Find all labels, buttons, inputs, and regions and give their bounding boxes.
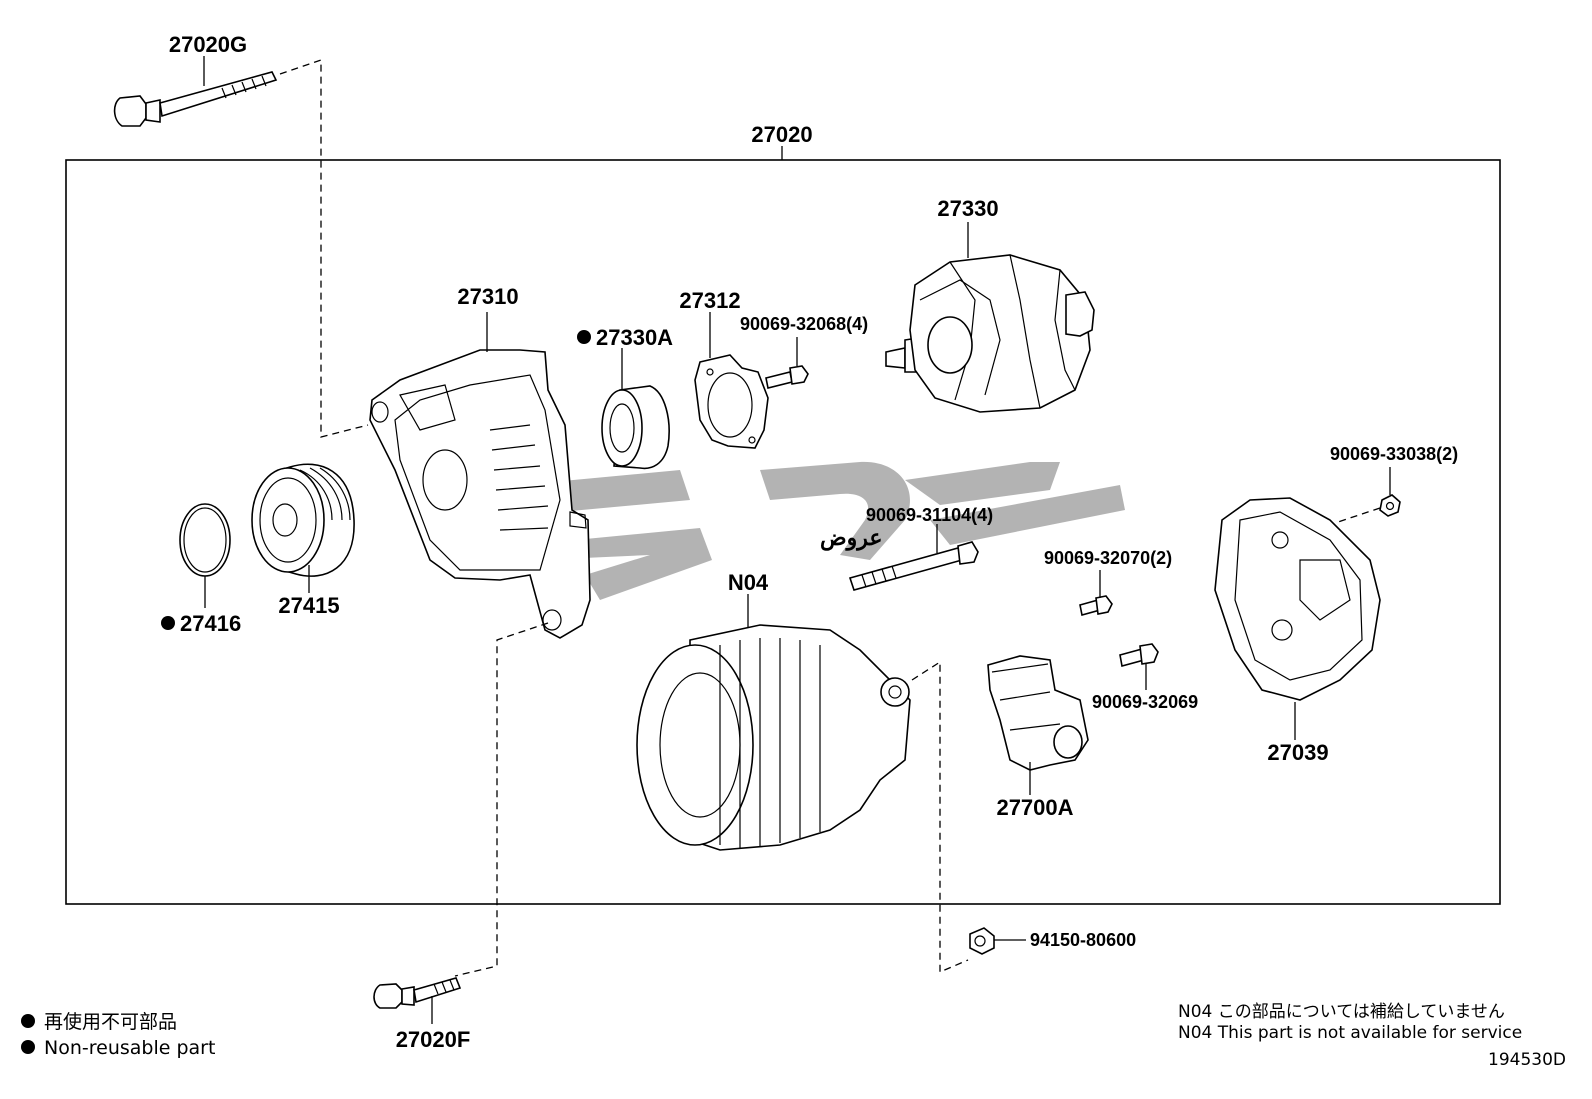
label-27312[interactable]: 27312 bbox=[679, 288, 740, 313]
label-assembly[interactable]: 27020 bbox=[751, 122, 812, 147]
drive-end-frame-icon[interactable] bbox=[369, 349, 591, 639]
label-90069-32068[interactable]: 90069-32068(4) bbox=[740, 314, 868, 334]
regulator-27700a-icon[interactable] bbox=[987, 655, 1089, 771]
watermark-text: ﻋﺮﻭﺽ bbox=[820, 525, 883, 551]
note-jp: N04 この部品については補給していません bbox=[1178, 1002, 1505, 1022]
label-27700a[interactable]: 27700A bbox=[996, 795, 1073, 820]
label-90069-31104[interactable]: 90069-31104(4) bbox=[866, 505, 993, 525]
stator-n04-icon[interactable] bbox=[636, 624, 911, 851]
legend-bullet-en bbox=[21, 1040, 35, 1054]
non-reusable-mark-27416 bbox=[161, 616, 175, 630]
watermark-logo: ﻋﺮﻭﺽ bbox=[520, 461, 1125, 600]
label-n04[interactable]: N04 bbox=[728, 570, 769, 595]
screw-90069-32069-icon[interactable] bbox=[1119, 643, 1159, 668]
bearing-27330a-icon[interactable] bbox=[601, 385, 670, 470]
label-27039[interactable]: 27039 bbox=[1267, 740, 1328, 765]
pulley-27415-icon[interactable] bbox=[251, 463, 355, 577]
note-en: N04 This part is not available for servi… bbox=[1178, 1023, 1522, 1043]
legend-en: Non-reusable part bbox=[44, 1037, 215, 1059]
bolt-27020f-icon[interactable] bbox=[373, 977, 462, 1009]
rear-cover-27039-icon[interactable] bbox=[1214, 497, 1381, 701]
label-94150-80600[interactable]: 94150-80600 bbox=[1030, 930, 1136, 950]
non-reusable-mark-27330a bbox=[577, 330, 591, 344]
legend-jp: 再使用不可部品 bbox=[44, 1011, 177, 1033]
label-27020f[interactable]: 27020F bbox=[396, 1027, 471, 1052]
figure-id: 194530D bbox=[1488, 1050, 1566, 1070]
nut-90069-33038-icon[interactable] bbox=[1379, 494, 1401, 517]
retainer-27312-icon[interactable] bbox=[694, 354, 769, 449]
legend-bullet-jp bbox=[21, 1014, 35, 1028]
label-90069-32070[interactable]: 90069-32070(2) bbox=[1044, 548, 1172, 568]
label-27416[interactable]: 27416 bbox=[180, 611, 241, 636]
through-bolt-90069-31104-icon[interactable] bbox=[848, 541, 979, 591]
label-27415[interactable]: 27415 bbox=[278, 593, 339, 618]
label-27310[interactable]: 27310 bbox=[457, 284, 518, 309]
assembly-frame bbox=[65, 159, 1501, 905]
label-27020g[interactable]: 27020G bbox=[169, 32, 247, 57]
label-90069-32069[interactable]: 90069-32069 bbox=[1092, 692, 1198, 712]
label-90069-33038[interactable]: 90069-33038(2) bbox=[1330, 444, 1458, 464]
bolt-27020g-icon[interactable] bbox=[113, 71, 278, 127]
screw-90069-32068-icon[interactable] bbox=[765, 365, 809, 389]
screw-90069-32070-icon[interactable] bbox=[1079, 595, 1113, 617]
label-27330a[interactable]: 27330A bbox=[596, 325, 673, 350]
rotor-27330-icon[interactable] bbox=[885, 254, 1095, 413]
ring-27416-icon[interactable] bbox=[179, 503, 231, 577]
label-27330[interactable]: 27330 bbox=[937, 196, 998, 221]
nut-94150-80600-icon[interactable] bbox=[969, 927, 995, 955]
